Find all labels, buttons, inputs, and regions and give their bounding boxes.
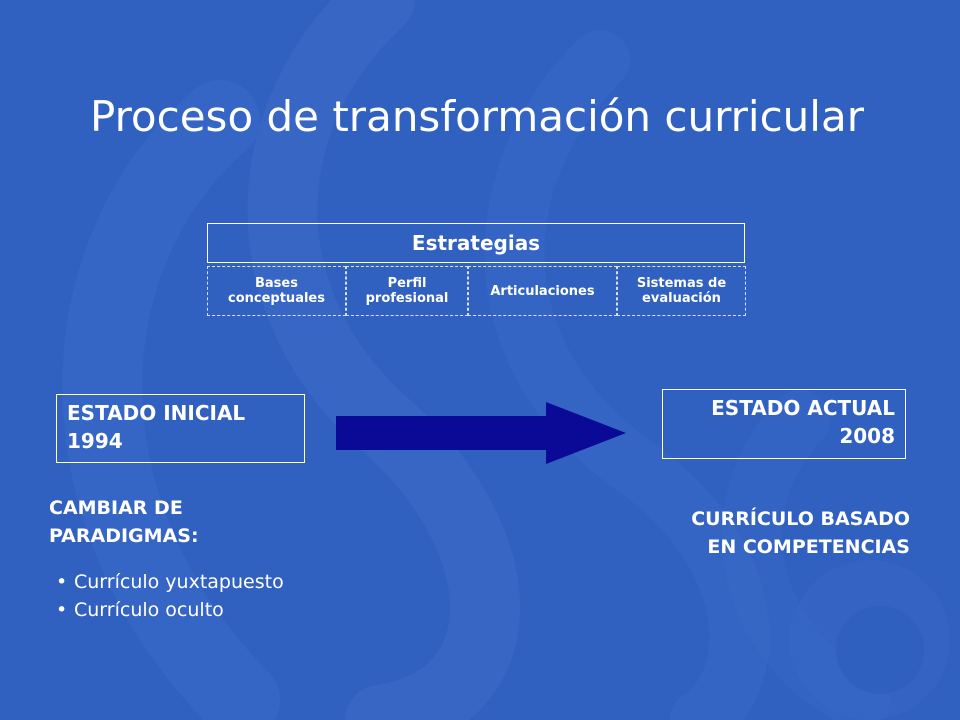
current-state-year: 2008 (839, 424, 895, 448)
strategy-item-sistemas: Sistemas de evaluación (617, 266, 746, 316)
competency-title-line2: EN COMPETENCIAS (707, 536, 910, 558)
strategy-item-perfil: Perfil profesional (346, 266, 468, 316)
bullet-text: Currículo oculto (74, 599, 224, 621)
initial-state-year: 1994 (67, 429, 123, 453)
competency-title-line1: CURRÍCULO BASADO (691, 508, 910, 530)
initial-state-label: ESTADO INICIAL (67, 401, 246, 425)
paradigm-change-title: CAMBIAR DE PARADIGMAS: (49, 494, 349, 550)
current-state-box: ESTADO ACTUAL 2008 (662, 389, 906, 459)
paradigm-title-line2: PARADIGMAS: (49, 525, 199, 547)
current-state-label: ESTADO ACTUAL (711, 396, 895, 420)
initial-state-box: ESTADO INICIAL 1994 (56, 394, 305, 463)
list-item: •Currículo yuxtapuesto (56, 571, 284, 593)
competency-curriculum-title: CURRÍCULO BASADO EN COMPETENCIAS (560, 505, 910, 561)
bullet-text: Currículo yuxtapuesto (74, 571, 284, 593)
slide-title: Proceso de transformación curricular (90, 92, 864, 141)
paradigm-title-line1: CAMBIAR DE (49, 497, 183, 519)
strategy-item-articulaciones: Articulaciones (468, 266, 617, 316)
arrow-right-icon (336, 402, 626, 464)
strategy-item-bases: Bases conceptuales (207, 266, 346, 316)
strategies-header: Estrategias (207, 223, 745, 263)
list-item: •Currículo oculto (56, 599, 224, 621)
paradigm-bullet-list: •Currículo yuxtapuesto •Currículo oculto (56, 568, 284, 624)
